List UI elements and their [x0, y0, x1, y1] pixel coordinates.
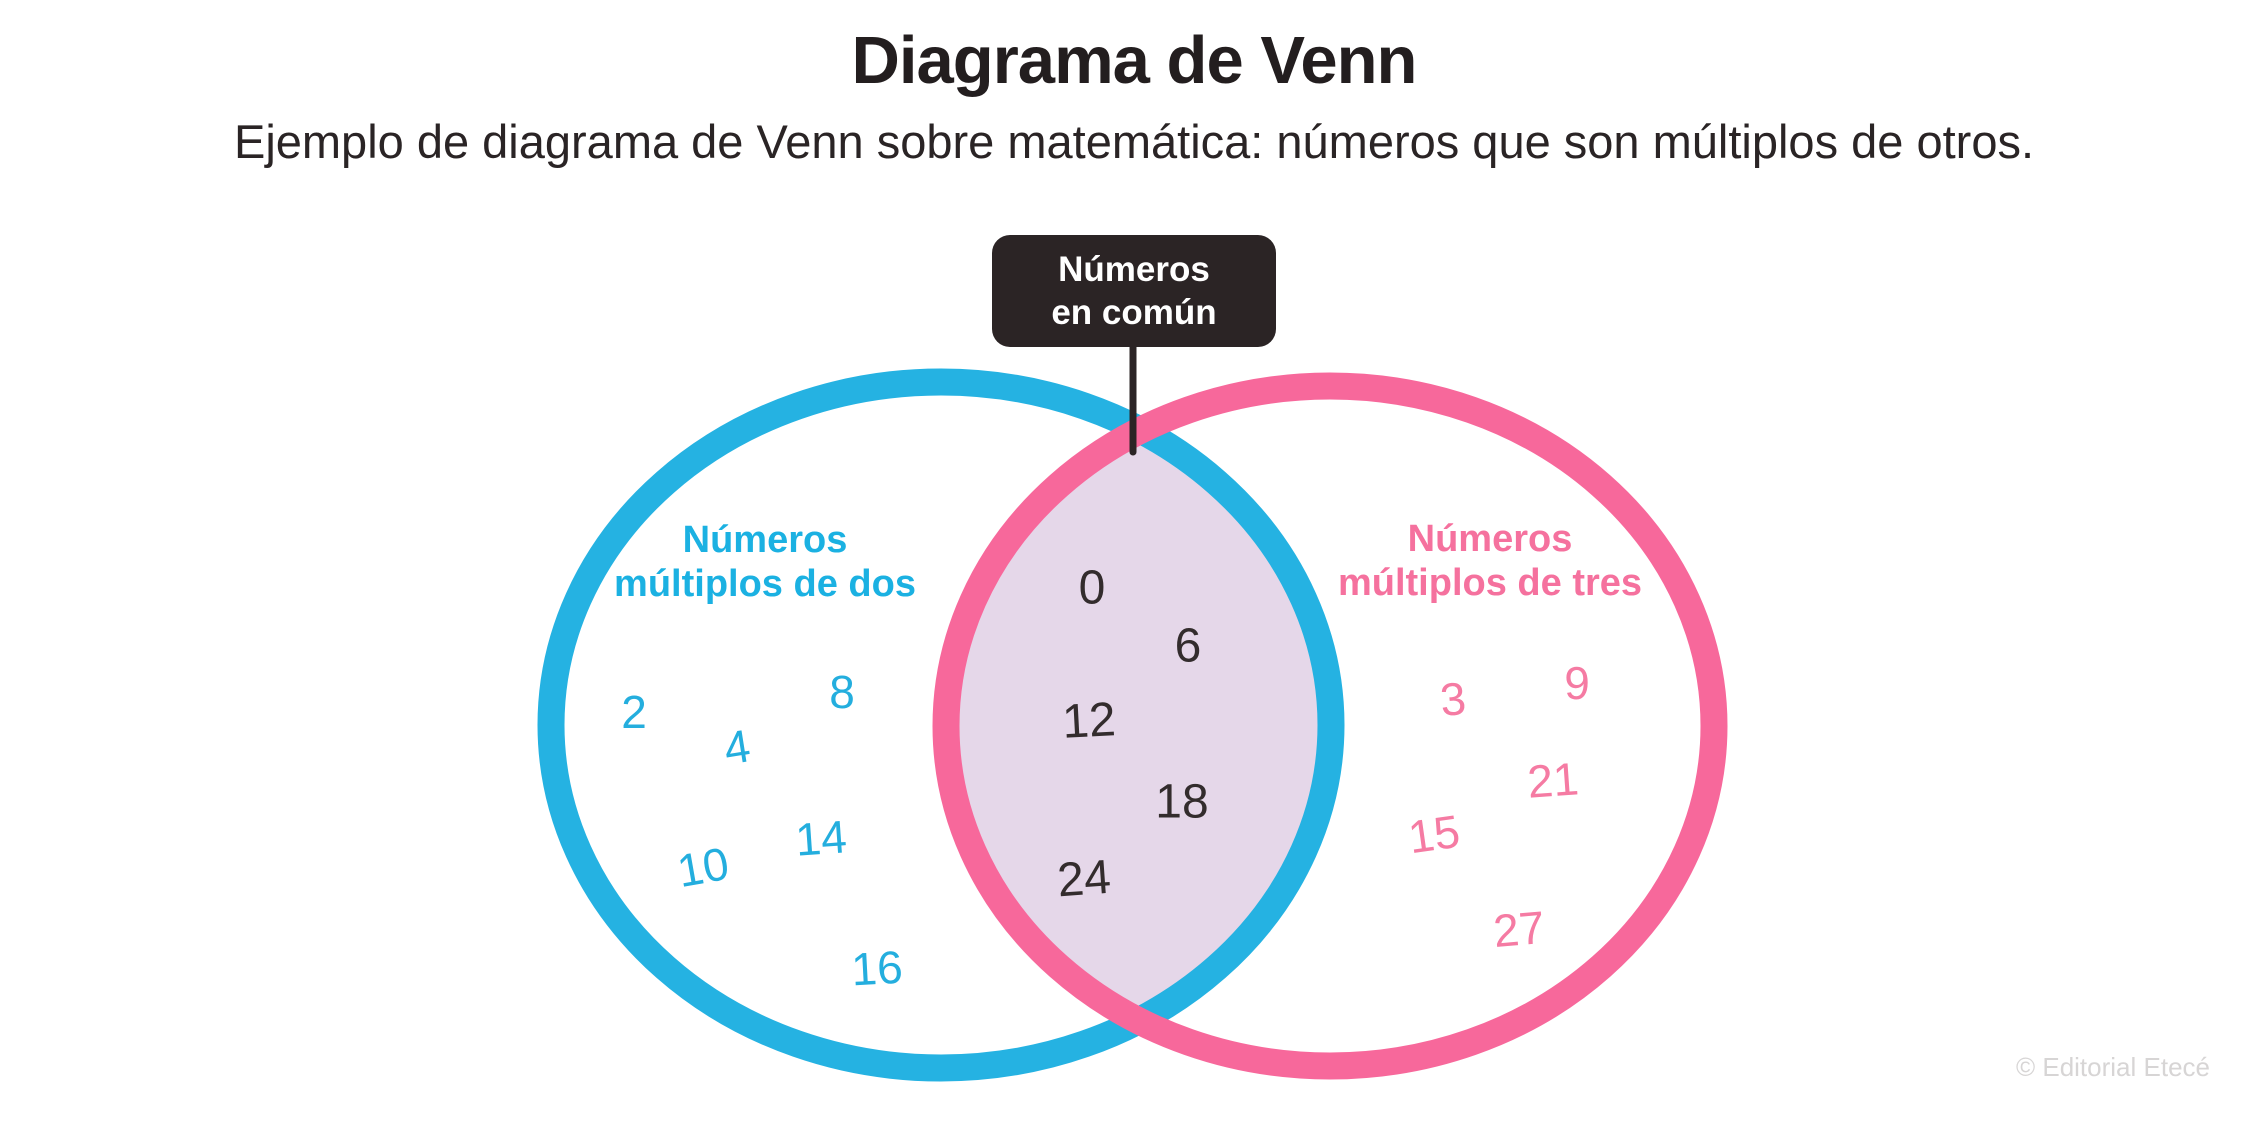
right-set-label: Números múltiplos de tres	[1338, 517, 1642, 605]
multiple-of-three-number: 3	[1437, 671, 1469, 727]
multiple-of-three-number: 21	[1525, 752, 1581, 808]
common-number: 0	[1078, 561, 1106, 615]
multiple-of-two-number: 2	[621, 686, 647, 738]
multiple-of-three-number: 27	[1491, 900, 1547, 958]
left-set-label-line2: múltiplos de dos	[614, 563, 916, 605]
page-subtitle: Ejemplo de diagrama de Venn sobre matemá…	[233, 115, 2035, 168]
callout-line2: en común	[1051, 293, 1217, 332]
multiple-of-two-number: 16	[850, 940, 904, 996]
right-circle-outline	[932, 372, 1728, 1080]
multiple-of-three-number: 9	[1564, 657, 1590, 709]
multiple-of-two-number: 8	[829, 666, 855, 718]
multiple-of-three-number: 15	[1405, 804, 1463, 864]
left-set-label-line1: Números	[682, 519, 848, 561]
left-set-label: Números múltiplos de dos	[614, 518, 916, 606]
common-number: 24	[1055, 850, 1113, 908]
common-number: 12	[1060, 693, 1118, 749]
callout-line1: Números	[1058, 250, 1210, 289]
right-set-label-line2: múltiplos de tres	[1337, 562, 1643, 604]
page-title: Diagrama de Venn	[851, 23, 1418, 98]
common-number: 18	[1155, 775, 1209, 829]
multiple-of-two-number: 14	[793, 810, 849, 866]
right-set-label-line1: Números	[1407, 518, 1573, 560]
multiple-of-two-number: 10	[673, 836, 733, 898]
common-number: 6	[1174, 619, 1202, 673]
callout-numbers-in-common: Números en común	[992, 235, 1276, 347]
publisher-credit: © Editorial Etecé	[2015, 1052, 2210, 1082]
left-circle-outline	[537, 368, 1345, 1082]
